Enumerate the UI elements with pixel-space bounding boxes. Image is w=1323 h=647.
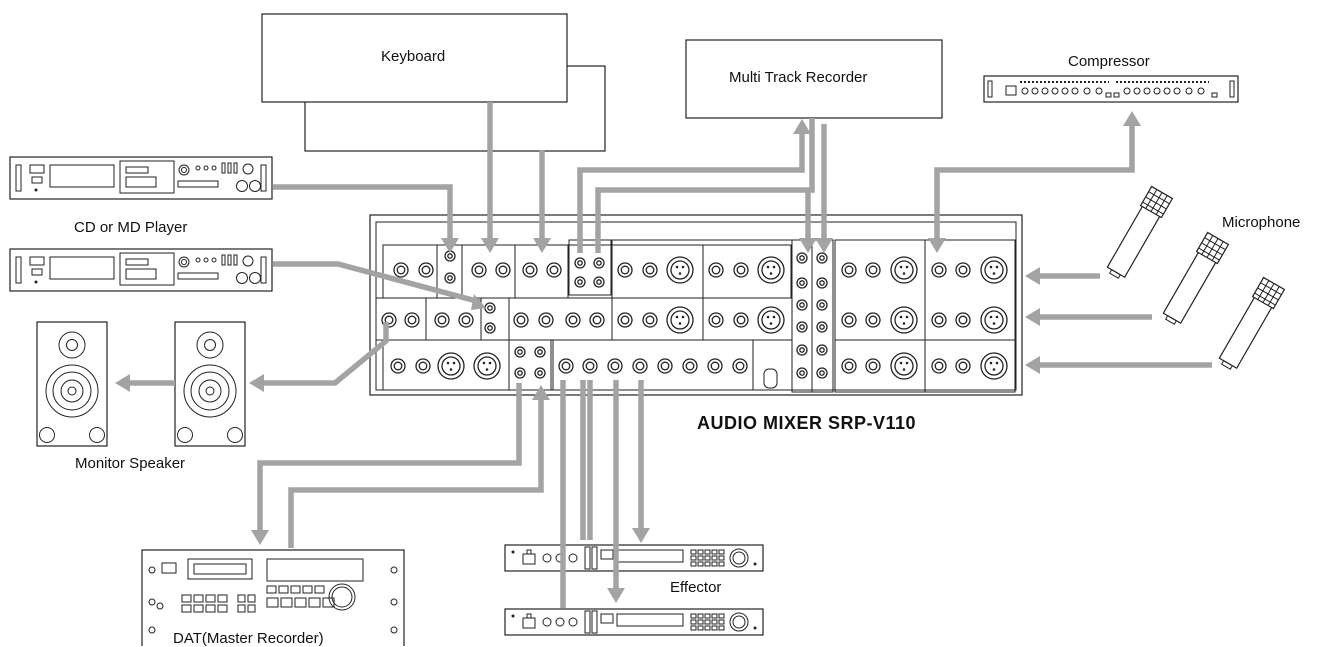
audio-mixer-panel: [369, 214, 1023, 396]
dat-master-recorder-device: [141, 549, 405, 646]
dat-master-recorder-label: DAT(Master Recorder): [173, 630, 324, 647]
monitor-speaker-left: [36, 321, 108, 447]
effector-unit-1: [504, 544, 764, 572]
microphone-icon: [1159, 231, 1229, 329]
microphone-icon: [1103, 185, 1173, 283]
signal-cables: [115, 102, 1212, 608]
keyboard-device: [261, 13, 606, 152]
cd-md-player-1: [9, 156, 273, 200]
microphone-icon: [1215, 276, 1285, 374]
monitor-speaker-right: [174, 321, 246, 447]
effector-unit-2: [504, 608, 764, 636]
compressor-device: [983, 75, 1239, 103]
cd-md-player-label: CD or MD Player: [74, 219, 188, 236]
audio-mixer-label: AUDIO MIXER SRP-V110: [697, 413, 917, 433]
multitrack-recorder-device: [685, 39, 943, 119]
cd-md-player-2: [9, 248, 273, 292]
effector-label: Effector: [670, 579, 722, 596]
compressor-label: Compressor: [1068, 53, 1150, 70]
multitrack-recorder-label: Multi Track Recorder: [729, 69, 868, 86]
monitor-speaker-label: Monitor Speaker: [75, 455, 186, 472]
keyboard-label: Keyboard: [381, 48, 446, 65]
microphone-label: Microphone: [1222, 214, 1301, 231]
